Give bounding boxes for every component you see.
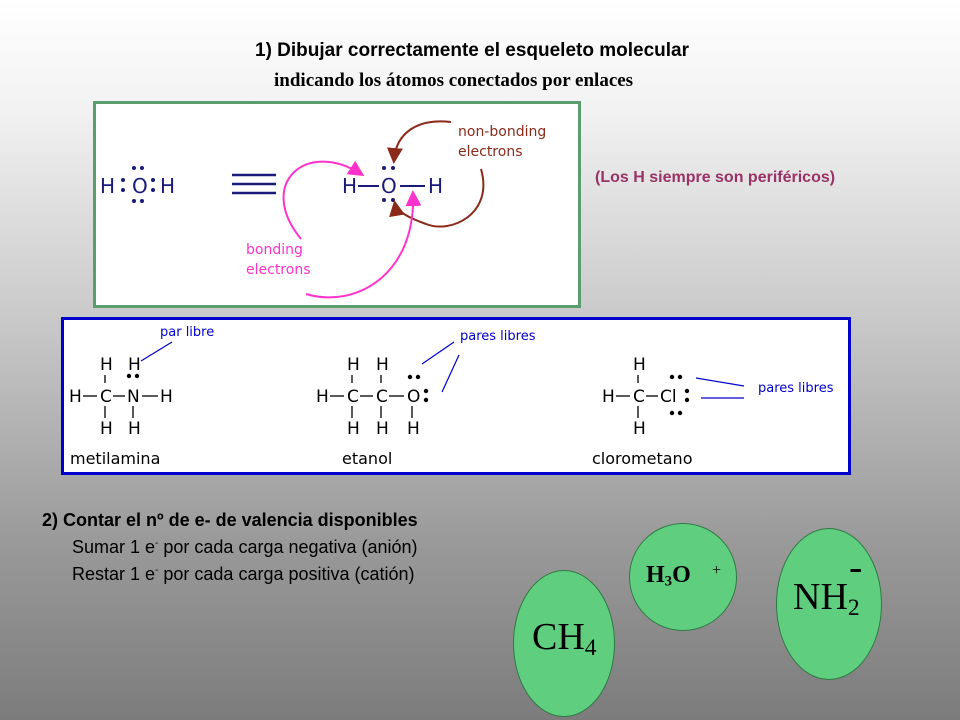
callout-lines <box>140 341 745 399</box>
etanol-h-bottom-2: H <box>376 419 389 439</box>
step2-title: 2) Contar el nº de e- de valencia dispon… <box>42 510 418 530</box>
metilamina-c: C <box>100 387 112 407</box>
step2-line3-a: Restar 1 e <box>72 564 156 584</box>
nh2-ball: NH2 - <box>776 528 882 680</box>
nonbonding-label-1: non-bonding <box>458 124 546 140</box>
nonbonding-label-2: electrons <box>458 144 522 160</box>
step2-line3-b: por cada carga positiva (catión) <box>158 564 415 584</box>
step2-line3-sup: - <box>155 565 159 576</box>
name-metilamina: metilamina <box>70 449 160 468</box>
water-diagram-svg: H O H H O H non-bonding electrons <box>100 120 546 299</box>
lewis-structures-panel: par libre pares libres pares libres H H … <box>61 317 851 475</box>
clorometano-h-left: H <box>602 387 615 407</box>
lone-pair-dots <box>126 373 690 416</box>
clorometano-h-bottom: H <box>633 419 646 439</box>
h3o-h: H <box>646 562 665 588</box>
step2-line2-a: Sumar 1 e <box>72 537 156 557</box>
nh2-main: NH <box>793 576 848 618</box>
metilamina-h-left: H <box>69 387 82 407</box>
name-etanol: etanol <box>342 449 392 468</box>
step2-line2-b: por cada carga negativa (anión) <box>158 537 418 557</box>
metilamina-n: N <box>127 387 140 407</box>
callout-par-libre: par libre <box>160 325 214 340</box>
lewis-structures-svg: par libre pares libres pares libres H H … <box>69 325 834 468</box>
equivalence-sign <box>232 173 276 195</box>
clorometano-cl: Cl <box>660 387 677 407</box>
etanol-h-bottom-3: H <box>407 419 420 439</box>
name-clorometano: clorometano <box>592 449 692 468</box>
metilamina-h-top-2: H <box>128 355 141 375</box>
etanol-o: O <box>407 387 420 407</box>
ch4-main: CH <box>532 616 585 658</box>
nh2-sub: 2 <box>847 594 860 621</box>
h3o-charge: + <box>712 562 722 579</box>
nonbonding-arrow-bottom <box>389 168 485 228</box>
bonding-label-1: bonding <box>246 242 303 258</box>
step2-line2-sup: - <box>155 538 159 549</box>
nh2-formula: NH2 <box>793 575 860 622</box>
h3o-formula: H3O <box>646 562 691 591</box>
h3o-sub: 3 <box>664 573 673 590</box>
right-h2: H <box>428 174 443 198</box>
hydrogen-peripheral-note: (Los H siempre son periféricos) <box>595 169 836 186</box>
ch4-sub: 4 <box>584 634 597 661</box>
clorometano-c: C <box>633 387 645 407</box>
step2-block: 2) Contar el nº de e- de valencia dispon… <box>42 508 418 586</box>
water-lewis-diagram: H O H H O H non-bonding electrons <box>93 101 581 308</box>
left-o: O <box>132 174 148 198</box>
nh2-charge: - <box>849 544 863 589</box>
h3o-o: O <box>672 562 691 588</box>
left-h2: H <box>160 174 175 198</box>
etanol-h-top-2: H <box>376 355 389 375</box>
right-h1: H <box>342 174 357 198</box>
left-h1: H <box>100 174 115 198</box>
etanol-h-bottom-1: H <box>347 419 360 439</box>
callout-pares-libres-etanol: pares libres <box>460 329 536 344</box>
ch4-formula: CH4 <box>532 615 597 662</box>
metilamina-h-bottom-1: H <box>100 419 113 439</box>
metilamina-h-top-1: H <box>100 355 113 375</box>
etanol-c2: C <box>376 387 388 407</box>
structure-bonds <box>83 375 658 418</box>
right-o: O <box>381 174 397 198</box>
ch4-ball: CH4 <box>513 570 615 717</box>
nonbonding-arrow-top <box>386 120 452 164</box>
h3o-ball: H3O + <box>629 523 737 631</box>
step2-subtract-electron-line: Restar 1 e- por cada carga positiva (cat… <box>42 559 418 586</box>
etanol-c1: C <box>347 387 359 407</box>
bonding-label-2: electrons <box>246 262 310 278</box>
step1-subtitle: indicando los átomos conectados por enla… <box>274 70 634 91</box>
bonding-arrow-top <box>282 160 365 240</box>
callout-pares-libres-clorometano: pares libres <box>758 381 834 396</box>
metilamina-h-bottom-2: H <box>128 419 141 439</box>
step2-add-electron-line: Sumar 1 e- por cada carga negativa (anió… <box>42 532 418 559</box>
etanol-h-left: H <box>316 387 329 407</box>
metilamina-h-right: H <box>160 387 173 407</box>
etanol-h-top-1: H <box>347 355 360 375</box>
step1-title: 1) Dibujar correctamente el esqueleto mo… <box>255 40 689 61</box>
clorometano-h-top: H <box>633 355 646 375</box>
bonding-arrow-bottom <box>305 190 422 299</box>
electron-dots <box>121 166 395 203</box>
